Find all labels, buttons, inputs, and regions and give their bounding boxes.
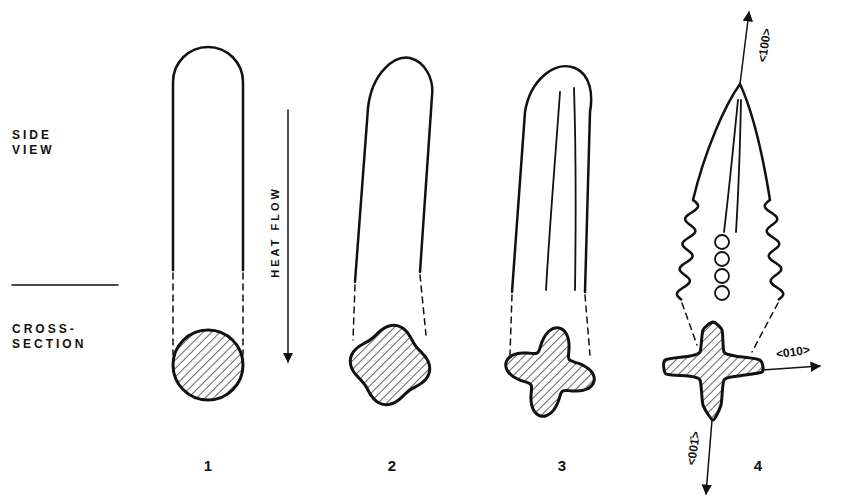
cross-section-4 <box>664 322 763 420</box>
cross-section-1 <box>173 330 243 400</box>
figure-number: 3 <box>558 457 566 476</box>
figure-number: 1 <box>204 457 212 476</box>
dendrite-tip <box>693 84 770 200</box>
figure-number: 4 <box>754 457 762 476</box>
arrow-label: HEAT FLOW <box>269 186 283 278</box>
direction-label: <001̄> <box>684 430 704 466</box>
direction-label: <010> <box>775 342 811 362</box>
rod-2 <box>355 58 432 282</box>
heat-flow-arrow <box>287 110 289 362</box>
rod-3 <box>512 66 591 292</box>
direction-label: <100> <box>755 27 775 63</box>
rod-1 <box>173 47 243 270</box>
row-label: CROSS-SECTION <box>12 322 92 352</box>
figure-number: 2 <box>388 457 396 476</box>
cross-section-2 <box>350 325 429 404</box>
direction-arrow <box>706 420 712 494</box>
cross-section-3 <box>506 328 595 417</box>
row-label: SIDE VIEW <box>12 128 82 158</box>
direction-arrow <box>762 366 820 370</box>
row-separator <box>12 284 118 286</box>
direction-arrow <box>740 12 749 84</box>
dendrite-side-branch <box>765 200 784 300</box>
dendrite-side-branch <box>677 200 698 300</box>
